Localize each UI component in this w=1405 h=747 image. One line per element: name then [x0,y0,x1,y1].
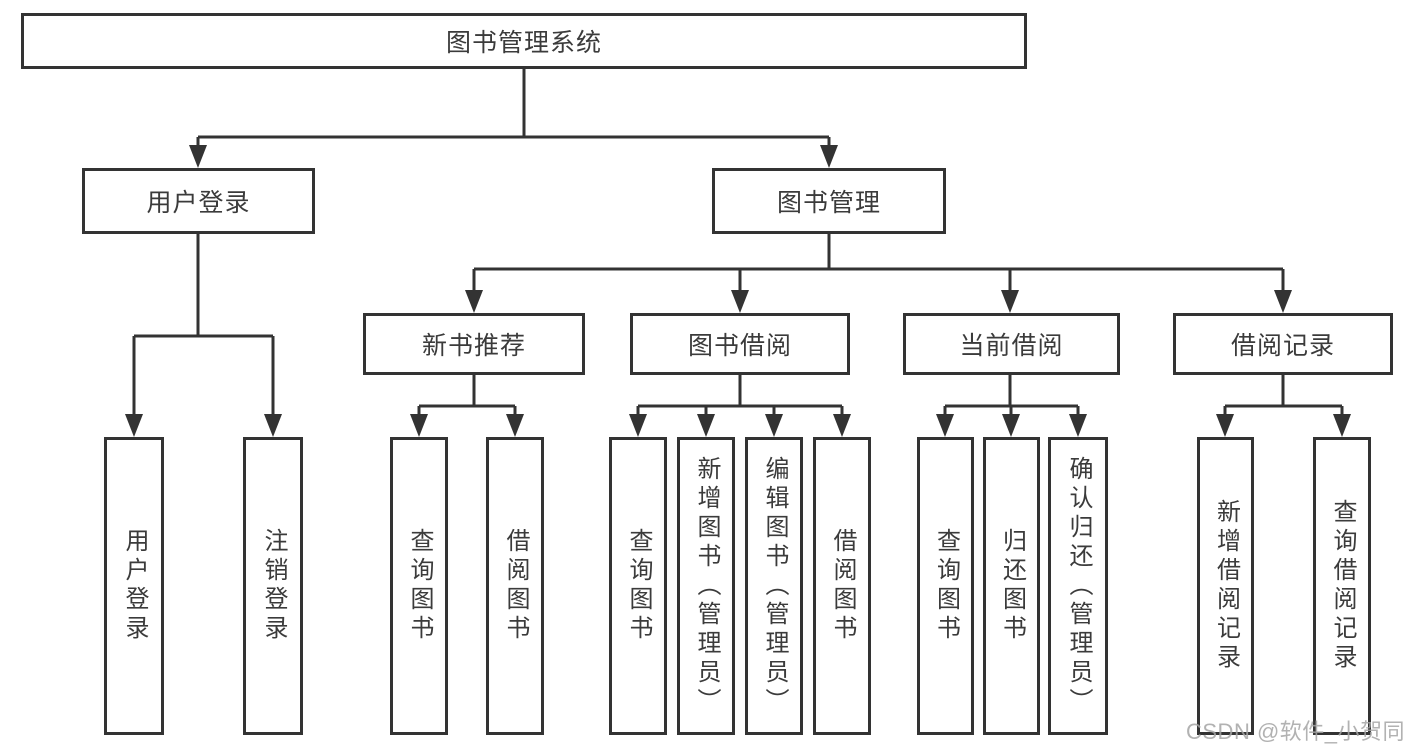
leaf-add-borrow-record: 新增借阅记录 [1197,437,1254,735]
node-book-management: 图书管理 [712,168,946,234]
node-borrowing-records: 借阅记录 [1173,313,1393,375]
leaf-logout: 注销登录 [243,437,303,735]
leaf-query-books-borrowing: 查询图书 [609,437,667,735]
leaf-query-books-recommend: 查询图书 [390,437,448,735]
leaf-return-books: 归还图书 [983,437,1040,735]
csdn-watermark: CSDN @软件_小贺同学 [1186,719,1405,744]
node-new-book-recommend: 新书推荐 [363,313,585,375]
leaf-query-borrow-record: 查询借阅记录 [1313,437,1371,735]
leaf-add-books-admin: 新增图书（管理员） [677,437,735,735]
leaf-borrow-books-borrowing: 借阅图书 [813,437,871,735]
node-current-borrowing: 当前借阅 [903,313,1120,375]
leaf-confirm-return-admin: 确认归还（管理员） [1048,437,1108,735]
node-user-login: 用户登录 [82,168,315,234]
leaf-borrow-books-recommend: 借阅图书 [486,437,544,735]
leaf-user-login: 用户登录 [104,437,164,735]
leaf-query-books-current: 查询图书 [917,437,974,735]
node-library-system: 图书管理系统 [21,13,1027,69]
node-book-borrowing: 图书借阅 [630,313,850,375]
leaf-edit-books-admin: 编辑图书（管理员） [745,437,803,735]
